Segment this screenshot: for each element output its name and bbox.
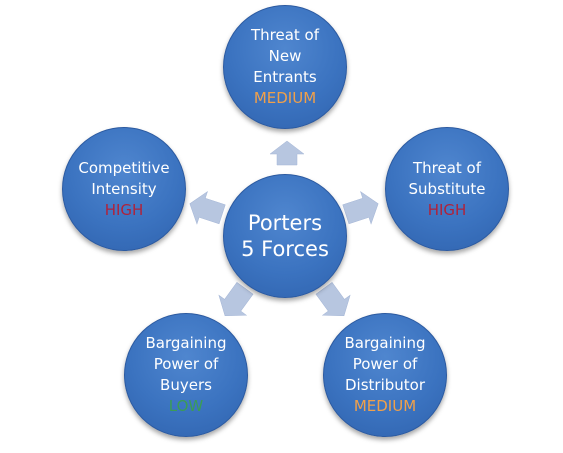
- force-label-line: Buyers: [160, 376, 212, 394]
- force-label-line: Substitute: [408, 179, 486, 198]
- arrow-to-substitute: [342, 190, 379, 225]
- force-label-line: Competitive Intensity: [78, 158, 170, 198]
- force-rating: MEDIUM: [253, 89, 317, 107]
- force-label-line: Bargaining: [344, 334, 426, 352]
- center-circle: Porters 5 Forces: [223, 174, 347, 298]
- arrow-to-new-entrants: [269, 140, 305, 166]
- arrow-to-buyers: [218, 282, 254, 317]
- force-rating: HIGH: [427, 200, 467, 219]
- force-label-line: Power of: [352, 355, 418, 373]
- force-label-line: Bargaining: [145, 334, 227, 352]
- force-rating: HIGH: [104, 200, 144, 219]
- force-distributor: Bargaining Power of Distributor MEDIUM: [323, 313, 447, 437]
- force-label-line: Distributor: [344, 376, 425, 394]
- force-label-line: Power of: [153, 355, 219, 373]
- force-label-line: Threat of: [250, 26, 320, 44]
- force-label-line: New: [268, 47, 302, 65]
- arrow-to-distributor: [315, 282, 351, 317]
- force-new-entrants: Threat of New Entrants MEDIUM: [223, 5, 347, 129]
- force-label-line: Threat of: [412, 158, 482, 177]
- force-label-line: Entrants: [253, 68, 317, 86]
- arrow-to-competitive: [189, 190, 226, 225]
- force-rating: MEDIUM: [353, 397, 417, 415]
- center-title-line1: Porters: [247, 211, 323, 235]
- center-title-line2: 5 Forces: [241, 237, 329, 261]
- force-buyers: Bargaining Power of Buyers LOW: [124, 313, 248, 437]
- force-substitute: Threat of Substitute HIGH: [385, 127, 509, 251]
- force-rating: LOW: [168, 397, 204, 415]
- force-competitive-intensity: Competitive Intensity HIGH: [62, 127, 186, 251]
